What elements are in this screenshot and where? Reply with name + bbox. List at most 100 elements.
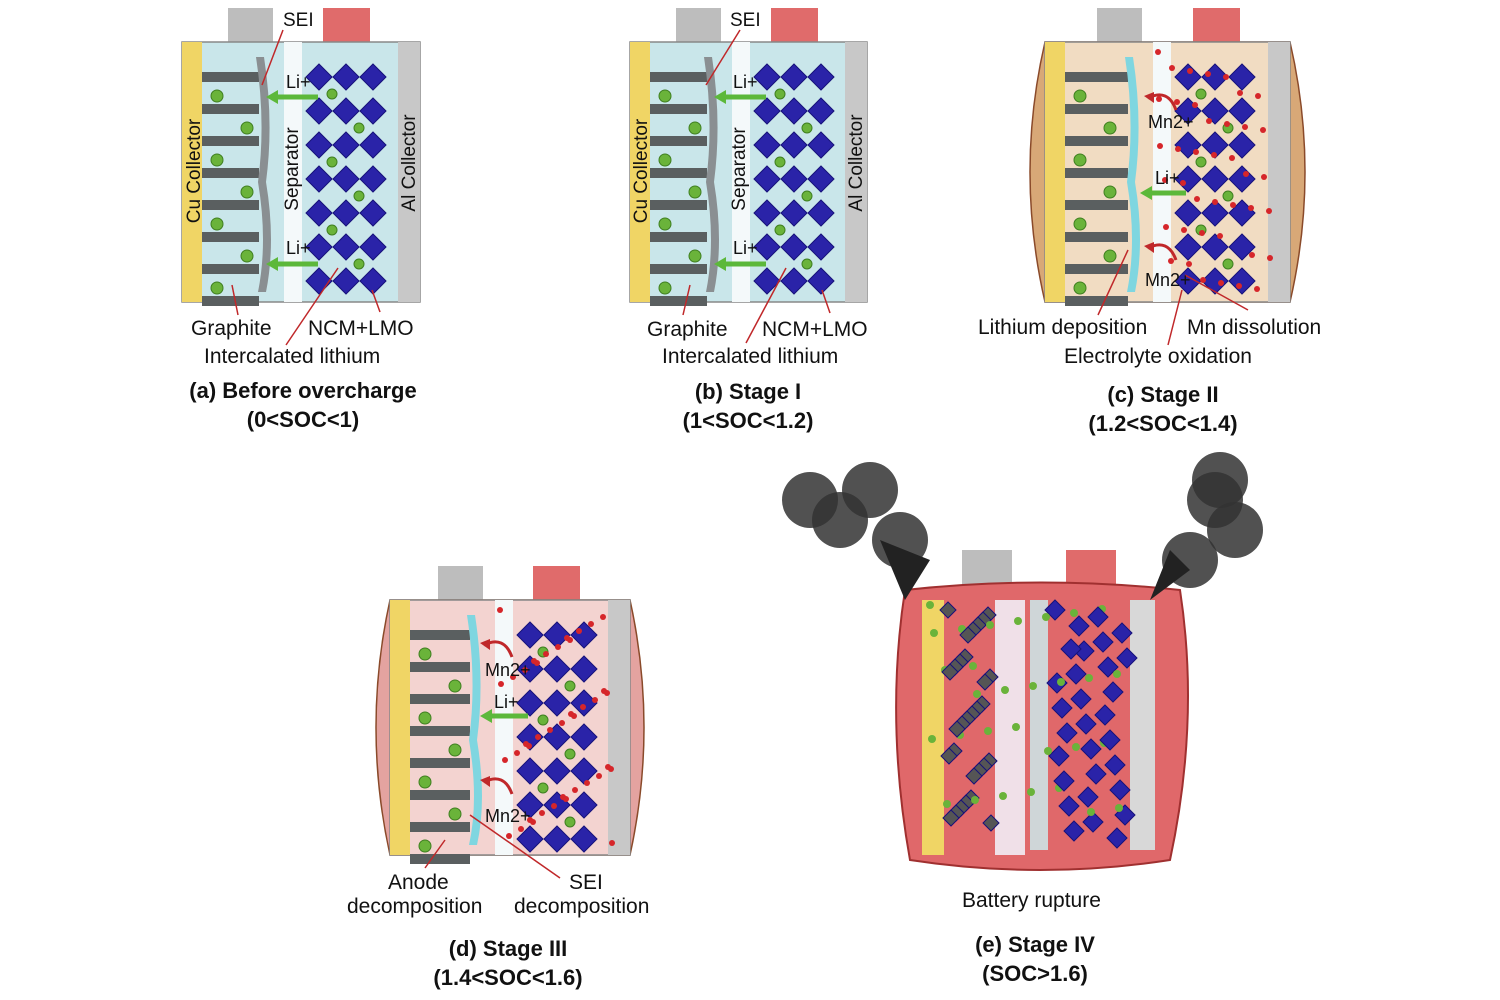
cathode-crystal-c — [1201, 199, 1229, 227]
cathode-crystal-b — [780, 199, 808, 227]
cathode-crystal-b — [780, 165, 808, 193]
lithium-fragment-e — [1070, 609, 1078, 617]
cathode-crystal-e — [1092, 631, 1114, 653]
cathode-crystal-b — [807, 97, 835, 125]
mn-ion-d — [514, 750, 520, 756]
cathode-crystal-a — [359, 97, 387, 125]
lithium-fragment-e — [1057, 678, 1065, 686]
cathode-lithium-a — [326, 156, 338, 168]
leader-line — [285, 267, 339, 346]
leader-line — [424, 839, 446, 869]
cathode-crystal-b — [780, 267, 808, 295]
intercalated-lithium-c — [1073, 281, 1087, 295]
graphite-layer-a — [202, 232, 259, 242]
soc-d: (1.4<SOC<1.6) — [433, 965, 583, 990]
cathode-crystal-b — [753, 165, 781, 193]
lithium-fragment-e — [1072, 743, 1080, 751]
mn-ion-d — [547, 727, 553, 733]
li-label-a-top: Li+ — [286, 72, 311, 92]
mn-ion-c — [1199, 230, 1205, 236]
li-arrow-a-top-head — [266, 90, 278, 104]
cathode-crystal-a — [305, 97, 333, 125]
cathode-crystal-a — [359, 63, 387, 91]
intercalated-lithium-d — [448, 679, 462, 693]
mn-ion-d — [564, 635, 570, 641]
ncm-lmo-label-b: NCM+LMO — [762, 318, 868, 341]
mn-ion-c — [1260, 127, 1266, 133]
cathode-crystal-e — [1063, 820, 1085, 842]
cathode-crystal-d — [570, 791, 598, 819]
cathode-crystal-e — [1068, 615, 1090, 637]
intercalated-lithium-d — [418, 775, 432, 789]
graphite-layer-b — [650, 136, 707, 146]
graphite-layer-d — [410, 662, 470, 672]
mn-ion-d — [605, 764, 611, 770]
mn-ion-d — [506, 833, 512, 839]
cu-collector-label-b: Cu Collector — [631, 118, 652, 224]
cathode-crystal-d — [516, 825, 544, 853]
mn-ion-d — [588, 621, 594, 627]
cathode-crystal-b — [780, 63, 808, 91]
intercalated-lithium-b — [658, 153, 672, 167]
mn-ion-c — [1155, 49, 1161, 55]
lithium-fragment-e — [926, 601, 934, 609]
cathode-lithium-b — [774, 88, 786, 100]
mn-ion-c — [1211, 152, 1217, 158]
anode-tab-a — [228, 8, 273, 42]
intercalated-lithium-d — [448, 807, 462, 821]
intercalated-lithium-c — [1103, 121, 1117, 135]
battery-rupture-label: Battery rupture — [962, 889, 1101, 912]
cathode-crystal-b — [780, 97, 808, 125]
soc-a: (0<SOC<1) — [246, 407, 360, 432]
intercalated-lithium-b — [658, 281, 672, 295]
al-collector-a — [398, 42, 420, 302]
cathode-crystal-e — [1053, 770, 1075, 792]
cathode-crystal-b — [753, 97, 781, 125]
lithium-fragment-e — [1014, 617, 1022, 625]
mn-ion-c — [1163, 224, 1169, 230]
caption-b: (b) Stage I — [694, 379, 802, 404]
leader-line — [1184, 274, 1249, 311]
li-label-b-bottom: Li+ — [733, 238, 758, 258]
mn-ion-d — [596, 773, 602, 779]
cathode-crystal-b — [753, 267, 781, 295]
li-label-b-top: Li+ — [733, 72, 758, 92]
graphite-layer-c — [1065, 168, 1128, 178]
cathode-lithium-c — [1222, 258, 1234, 270]
cathode-crystal-c — [1201, 233, 1229, 261]
cu-collector-label-a: Cu Collector — [184, 118, 205, 224]
mn-ion-d — [523, 741, 529, 747]
cathode-lithium-a — [326, 224, 338, 236]
cathode-crystal-e — [1104, 754, 1126, 776]
al-collector-c — [1268, 42, 1290, 302]
mn-label-d-bottom: Mn2+ — [485, 806, 531, 826]
mn-ion-d — [551, 803, 557, 809]
mn-ion-c — [1255, 93, 1261, 99]
mn-ion-c — [1205, 71, 1211, 77]
al-collector-d — [608, 600, 630, 855]
lithium-fragment-e — [969, 662, 977, 670]
mn-ion-c — [1267, 255, 1273, 261]
graphite-fragment-e — [941, 663, 959, 681]
graphite-fragment-e — [939, 601, 957, 619]
cathode-lithium-d — [564, 680, 576, 692]
mn-ion-c — [1223, 74, 1229, 80]
mn-ion-d — [531, 658, 537, 664]
leader-line — [231, 284, 239, 316]
cathode-crystal-c — [1228, 63, 1256, 91]
mn-ion-c — [1261, 174, 1267, 180]
separator-b — [732, 42, 750, 302]
mn-ion-c — [1217, 233, 1223, 239]
cathode-crystal-b — [807, 165, 835, 193]
graphite-layer-a — [202, 168, 259, 178]
cathode-lithium-a — [353, 122, 365, 134]
leader-line — [821, 289, 831, 314]
anode-label-line2: decomposition — [347, 895, 483, 918]
lithium-fragment-e — [1044, 747, 1052, 755]
cathode-crystal-c — [1174, 267, 1202, 295]
mn-label-c-bottom: Mn2+ — [1145, 270, 1191, 290]
intercalated-lithium-c — [1103, 249, 1117, 263]
cathode-crystal-e — [1058, 795, 1080, 817]
graphite-layer-d — [410, 694, 470, 704]
cu-collector-b — [630, 42, 650, 302]
